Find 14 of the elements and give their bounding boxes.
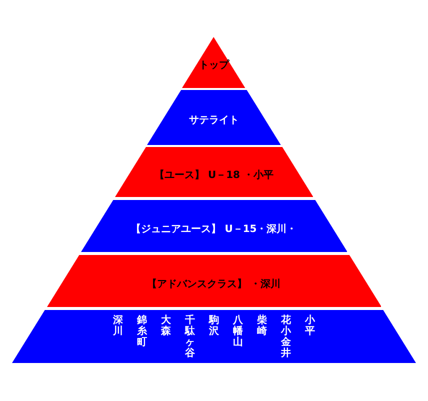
tier-label: 千駄ヶ谷 [185, 315, 195, 361]
tier-label: 柴崎 [257, 315, 267, 339]
tier-label: 大森 [161, 315, 171, 339]
tier-label: 錦糸町 [137, 315, 147, 350]
tier-label: 深川 [113, 315, 123, 339]
tier-label: サテライト [188, 114, 239, 128]
tier-label: 八幡山 [233, 315, 243, 350]
tier-label: 【アドバンスクラス】 ・深川 [147, 278, 281, 292]
tier-label: 【ジュニアユース】 U－15・深川・ [131, 222, 297, 236]
tier-label: 駒沢 [209, 315, 219, 339]
tier-label: 小平 [305, 315, 315, 339]
tier-label: 【ユース】 U－18 ・小平 [154, 168, 274, 182]
tier-label: トップ [198, 58, 229, 73]
tier-label: 花小金井 [281, 315, 291, 361]
